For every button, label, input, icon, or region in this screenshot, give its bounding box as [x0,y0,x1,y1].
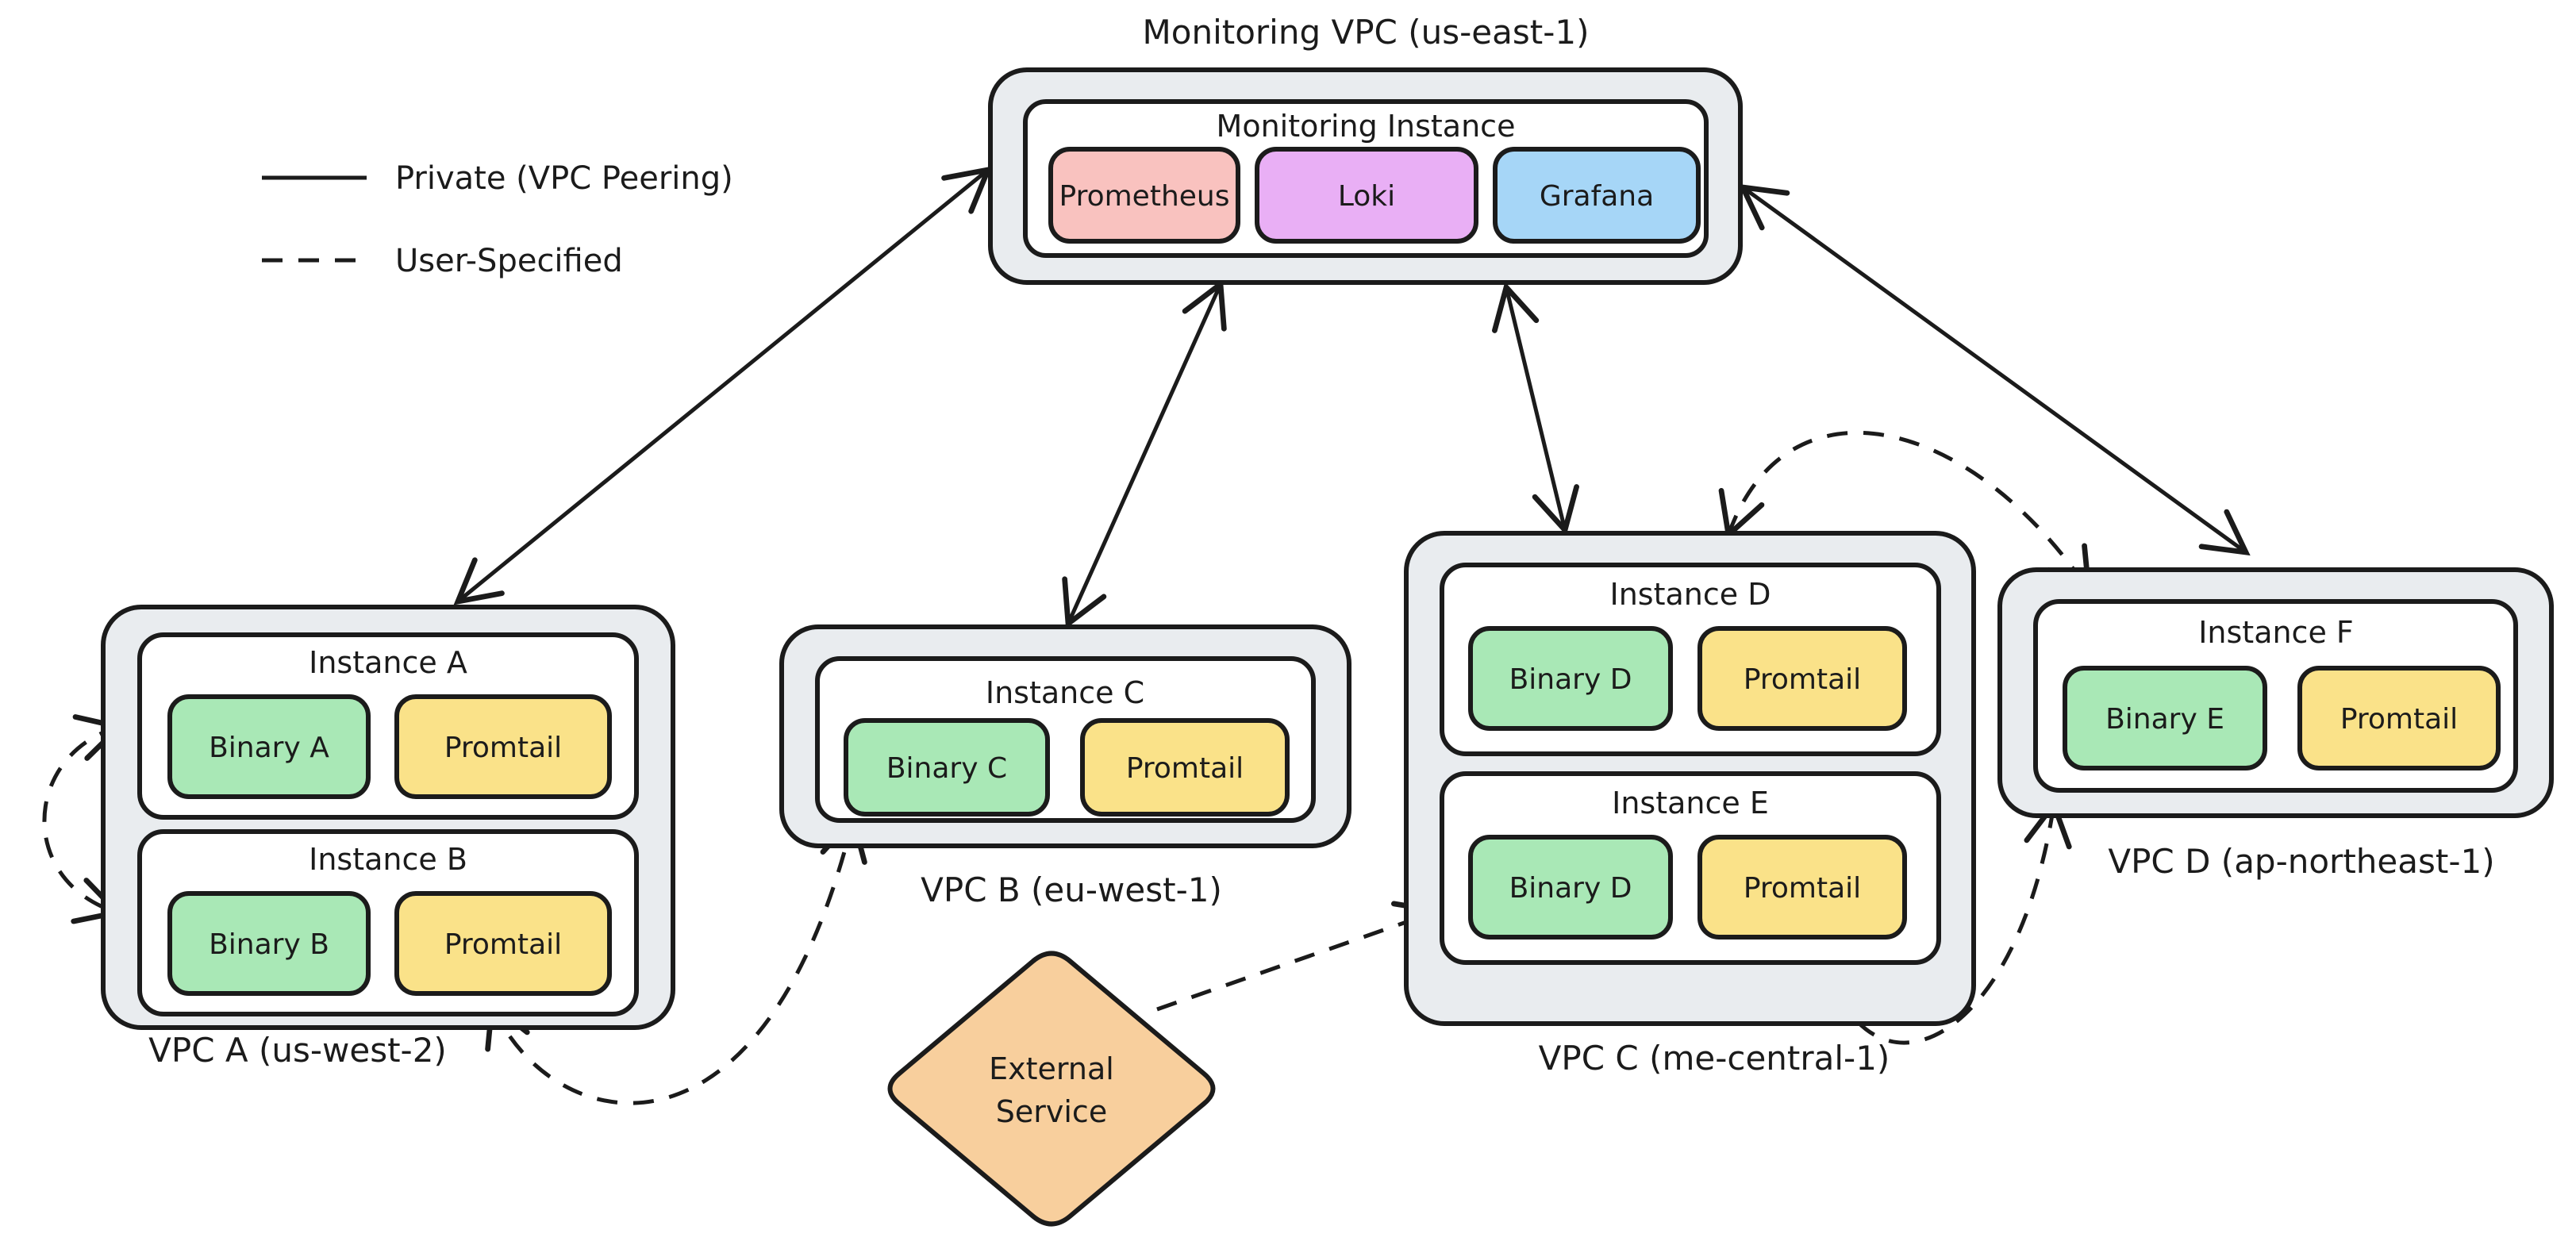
promtail-d-label: Promtail [1744,663,1861,696]
grafana-chip [1493,147,1701,244]
binary-d2-label: Binary D [1509,872,1632,905]
vpc-c: Instance D Binary D Promtail Instance E … [1404,531,1976,1078]
legend-private-label: Private (VPC Peering) [395,160,733,197]
loki-chip [1255,147,1478,244]
external-service-diamond [887,951,1216,1227]
legend-user-specified-label: User-Specified [395,243,623,279]
binary-b-chip [167,891,371,996]
legend: Private (VPC Peering) User-Specified [262,160,733,279]
promtail-c-chip [1080,718,1290,817]
binary-b-label: Binary B [209,928,329,961]
vpc-d-label: VPC D (ap-northeast-1) [2108,842,2494,881]
edge-monitoring-vpc-a [453,166,993,605]
instance-c-label: Instance C [986,675,1144,710]
vpc-b-label: VPC B (eu-west-1) [921,870,1222,909]
monitoring-instance-label: Monitoring Instance [1217,109,1516,144]
binary-a-label: Binary A [209,732,329,764]
edge-external-service-instance-e [1156,901,1444,1012]
prometheus-label: Prometheus [1059,180,1230,213]
promtail-f-chip [2297,666,2501,770]
edge-instance-e-instance-f [1811,799,2072,1045]
binary-c-label: Binary C [886,752,1007,785]
grafana-label: Grafana [1540,180,1654,213]
edge-monitoring-vpc-d [1738,183,2251,556]
vpc-b: Instance C Binary C Promtail VPC B (eu-w… [779,624,1351,909]
promtail-d-chip [1697,626,1907,731]
instance-f-label: Instance F [2198,615,2354,650]
external-service: External Service [887,951,1216,1227]
binary-a-chip [167,694,371,799]
monitoring-vpc: Monitoring VPC (us-east-1) Monitoring In… [988,13,1743,285]
monitoring-vpc-title: Monitoring VPC (us-east-1) [1143,13,1590,52]
prometheus-chip [1048,147,1240,244]
binary-d2-chip [1468,835,1673,940]
external-service-label-line1: External [989,1051,1114,1086]
promtail-e-chip [1697,835,1907,940]
binary-e-chip [2063,666,2267,770]
promtail-a-label: Promtail [444,732,562,764]
promtail-b-label: Promtail [444,928,562,961]
binary-d-label: Binary D [1509,663,1632,696]
promtail-e-label: Promtail [1744,872,1861,905]
binary-c-chip [844,718,1050,817]
vpc-a: Instance A Binary A Promtail Instance B … [101,605,675,1070]
edge-vpc-c-vpc-d-top [1718,430,2092,595]
binary-d-chip [1468,626,1673,731]
promtail-a-chip [394,694,612,799]
instance-b-label: Instance B [309,842,467,877]
instance-a-label: Instance A [309,645,467,680]
promtail-b-chip [394,891,612,996]
instance-e-label: Instance E [1612,786,1769,820]
loki-label: Loki [1338,180,1395,213]
binary-e-label: Binary E [2105,703,2224,736]
vpc-c-label: VPC C (me-central-1) [1539,1039,1890,1078]
vpc-a-label: VPC A (us-west-2) [148,1031,447,1070]
instance-d-label: Instance D [1610,577,1771,612]
vpc-d: Instance F Binary E Promtail VPC D (ap-n… [1997,567,2554,881]
promtail-f-label: Promtail [2340,703,2458,736]
external-service-label-line2: Service [996,1094,1107,1129]
edge-monitoring-vpc-c [1492,282,1579,536]
edge-monitoring-vpc-b [1062,279,1227,629]
promtail-c-label: Promtail [1126,752,1244,785]
edge-instance-a-instance-b [42,714,125,924]
